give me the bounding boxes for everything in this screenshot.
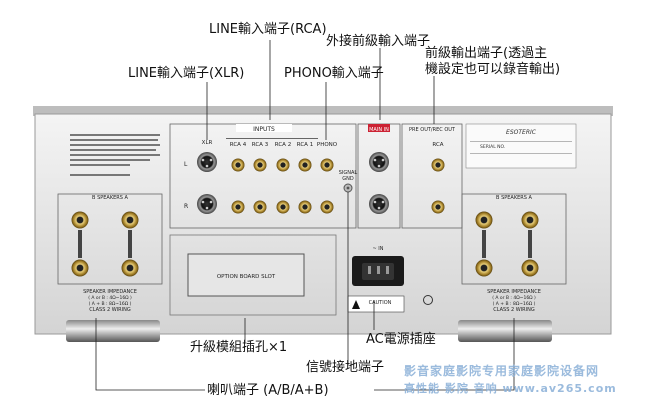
xlr-input-connectors[interactable] [197,152,217,214]
callout-ext-pre-in: 外接前級輸入端子 [326,34,431,49]
rca1-label: RCA 1 [297,142,313,148]
xlr-label: XLR [202,140,213,146]
power-mark [423,295,433,305]
caution-label [347,295,405,313]
right-speakers-label: B SPEAKERS A [496,195,532,201]
brand-logo: ESOTERIC [506,129,537,136]
ch-l-label: L [184,161,188,168]
signal-ground-terminal[interactable] [343,183,353,193]
pre-out-header: PRE OUT/REC OUT [409,127,456,133]
option-board-frame [169,234,337,316]
main-in-label: MAIN IN [369,127,389,133]
phono-input-jacks[interactable] [320,158,334,214]
caution-text: CAUTION [369,300,392,306]
pre-out-rca-label: RCA [432,142,443,148]
right-impedance-line2: ( A + B : 8Ω~16Ω ) [493,301,536,307]
watermark-line2: 高性能 影院 音响 www.av265.com [404,382,617,395]
rca4-label: RCA 4 [230,142,247,148]
left-impedance-title: SPEAKER IMPEDANCE [83,289,137,295]
callout-line-rca: LINE輸入端子(RCA) [209,22,327,37]
serial-label: SERIAL NO. [480,144,505,150]
callout-pre-out-line2: 機設定也可以錄音輸出) [425,62,561,77]
right-impedance-line1: ( A or B : 4Ω~16Ω ) [492,295,536,301]
inputs-header: INPUTS [253,126,275,133]
callout-pre-out-line1: 前級輸出端子(透過主 [425,46,548,61]
callout-line-xlr: LINE輸入端子(XLR) [128,66,245,81]
left-impedance-line1: ( A or B : 4Ω~16Ω ) [88,295,132,301]
left-speaker-terminals[interactable] [71,211,139,277]
callout-signal-gnd: 信號接地端子 [306,360,385,375]
left-class2: CLASS 2 WIRING [89,307,131,313]
left-speaker-frame [57,193,163,285]
callout-speaker-terminals: 喇叭端子 (A/B/A+B) [207,383,329,398]
watermark-line1: 影音家庭影院专用家庭影院设备网 [404,364,600,378]
callout-leaders [95,40,515,391]
chassis-top [33,106,613,116]
rca3-label: RCA 3 [252,142,269,148]
feet [66,320,552,342]
ch-r-label: R [184,203,188,210]
compliance-text [70,134,160,176]
ac-power-inlet[interactable] [352,256,404,286]
left-speakers-label: B SPEAKERS A [92,195,128,201]
rca-input-jacks[interactable] [231,158,312,214]
ac-in-label: ~ IN [373,246,384,252]
right-impedance-title: SPEAKER IMPEDANCE [487,289,541,295]
callout-ac-inlet: AC電源插座 [366,332,436,347]
option-board-slot[interactable] [187,253,305,297]
callout-option-slot: 升級模組插孔×1 [190,340,288,355]
signal-label: SIGNAL [339,170,358,176]
main-in-xlr-connectors[interactable] [369,152,389,214]
callout-phono: PHONO輸入端子 [284,66,384,81]
right-speaker-frame [461,193,567,285]
right-class2: CLASS 2 WIRING [493,307,535,313]
pre-out-frame [401,123,463,229]
left-impedance-line2: ( A + B : 8Ω~16Ω ) [89,301,132,307]
gnd-label: GND [342,176,354,182]
right-speaker-terminals[interactable] [475,211,539,277]
serial-plate [465,123,577,169]
rca2-label: RCA 2 [275,142,291,148]
pre-out-rca-jacks[interactable] [431,158,445,214]
option-board-label: OPTION BOARD SLOT [217,274,276,280]
phono-label: PHONO [317,142,338,148]
